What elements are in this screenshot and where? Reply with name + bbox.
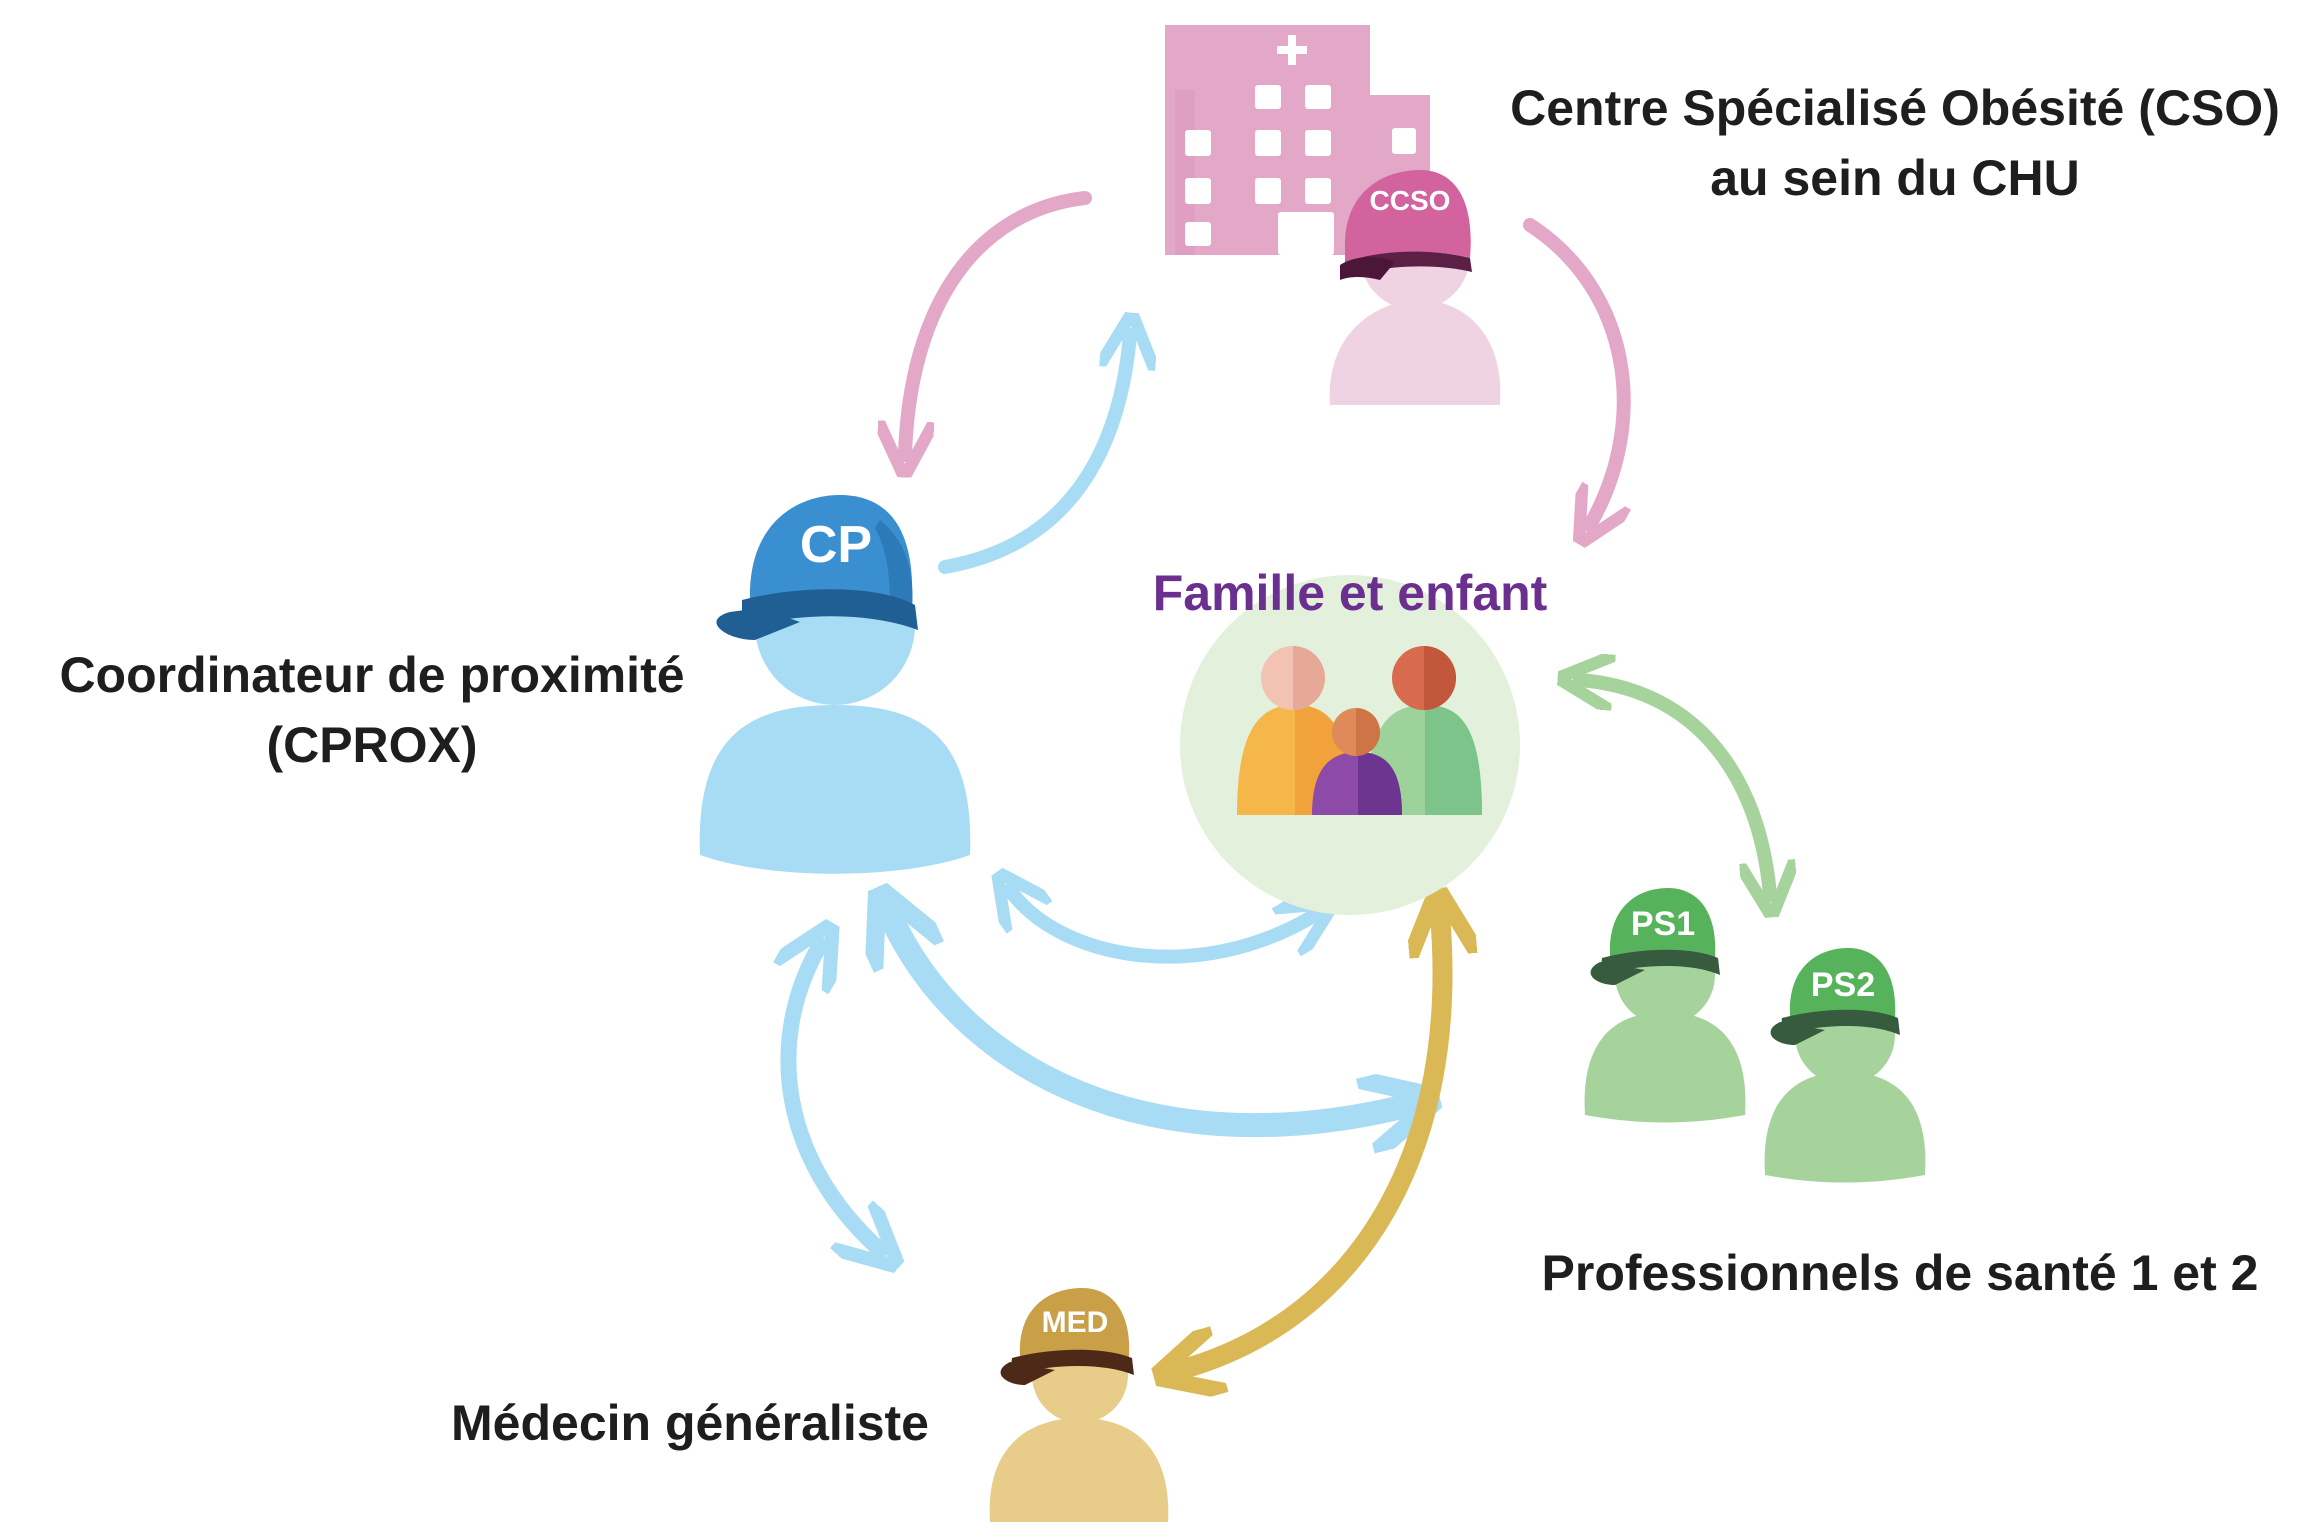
cprox-label-line2: (CPROX): [266, 717, 477, 773]
arrow-cprox-family-small: [1010, 890, 1315, 964]
ps-label: Professionnels de santé 1 et 2: [1542, 1245, 2259, 1301]
family-label: Famille et enfant: [1153, 565, 1548, 621]
med-person: MED: [989, 1288, 1169, 1522]
arrow-cso-to-family: [1523, 218, 1624, 525]
cso-label-line1: Centre Spécialisé Obésité (CSO): [1510, 80, 2280, 136]
arrow-cso-to-cprox: [905, 191, 1092, 455]
cap-med-text: MED: [1042, 1306, 1109, 1339]
family-icon: [1180, 575, 1520, 915]
cprox-label: Coordinateur de proximité (CPROX): [59, 647, 684, 773]
cprox-person: CP: [699, 495, 971, 874]
cap-ps1-text: PS1: [1631, 905, 1695, 943]
cso-label-line2: au sein du CHU: [1710, 150, 2079, 206]
cap-ccso-icon: [1345, 170, 1471, 262]
arrow-family-ps: [1580, 680, 1770, 895]
cso-person: CCSO: [1329, 170, 1501, 405]
cap-ps2-text: PS2: [1811, 966, 1875, 1004]
arrow-cprox-to-cso: [938, 335, 1130, 574]
arrows: [788, 191, 1770, 1370]
hospital-icon: [1165, 25, 1430, 255]
cap-cp-text: CP: [800, 516, 872, 574]
ps1-person: PS1: [1584, 888, 1746, 1123]
ps2-person: PS2: [1764, 948, 1926, 1183]
cap-med-icon: [1019, 1288, 1130, 1362]
cap-cp-icon: [749, 495, 913, 605]
arrow-med-family: [1180, 915, 1443, 1370]
cso-label: Centre Spécialisé Obésité (CSO) au sein …: [1510, 80, 2280, 206]
cprox-label-line1: Coordinateur de proximité: [59, 647, 684, 703]
cap-ps1-icon: [1609, 888, 1716, 962]
cap-ps2-icon: [1789, 948, 1896, 1022]
med-label: Médecin généraliste: [451, 1395, 929, 1451]
arrow-cprox-med: [788, 945, 880, 1250]
arrow-cprox-family-large: [890, 915, 1410, 1125]
cap-ccso-text: CCSO: [1370, 185, 1451, 216]
